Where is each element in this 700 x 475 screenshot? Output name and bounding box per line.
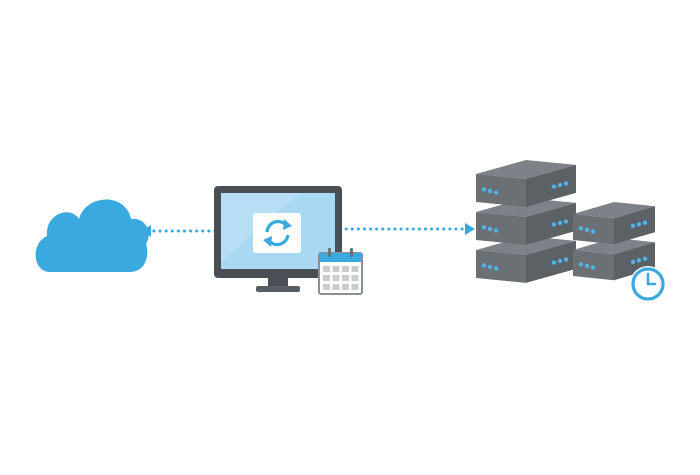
- server-led-icon: [481, 263, 487, 268]
- server-led-icon: [636, 222, 642, 227]
- server-led-icon: [551, 222, 557, 227]
- server-led-icon: [557, 258, 563, 264]
- connection-to-cloud: [141, 225, 217, 237]
- calendar-cell: [323, 284, 330, 290]
- server-led-icon: [557, 220, 563, 226]
- arrowhead-left-icon: [141, 225, 151, 237]
- calendar-cell: [351, 266, 359, 272]
- monitor-neck: [268, 278, 288, 286]
- clock-icon: [630, 266, 666, 302]
- server-led-icon: [487, 188, 493, 194]
- calendar-cell: [323, 266, 330, 272]
- server-led-icon: [636, 258, 642, 263]
- server-led-icon: [563, 257, 569, 262]
- monitor-icon: [214, 186, 342, 292]
- server-led-icon: [487, 264, 493, 270]
- server-led-icon: [642, 256, 648, 261]
- server-led-icon: [551, 184, 557, 189]
- monitor-base: [256, 286, 300, 292]
- server-led-icon: [590, 229, 596, 234]
- calendar-icon: [318, 248, 363, 295]
- sync-refresh-icon: [253, 213, 301, 253]
- server-led-icon: [481, 187, 487, 192]
- server-led-icon: [493, 266, 499, 271]
- server-led-icon: [487, 226, 493, 232]
- server-led-icon: [563, 181, 569, 186]
- server-led-icon: [590, 265, 596, 270]
- cloud-shape: [35, 199, 149, 272]
- server-led-icon: [584, 227, 590, 233]
- server-led-icon: [493, 228, 499, 233]
- server-led-icon: [584, 263, 590, 269]
- server-led-icon: [481, 225, 487, 230]
- calendar-cell: [342, 284, 349, 290]
- server-led-icon: [563, 219, 569, 224]
- server-unit: [476, 198, 576, 245]
- arrowhead-right-icon: [465, 223, 475, 235]
- calendar-cell: [332, 275, 340, 281]
- calendar-grid: [323, 266, 359, 290]
- server-led-icon: [557, 182, 563, 188]
- server-led-icon: [493, 190, 499, 195]
- calendar-cell: [351, 275, 359, 281]
- server-led-icon: [630, 223, 636, 229]
- connection-to-servers: [338, 223, 475, 235]
- calendar-cell: [332, 284, 340, 290]
- calendar-cell: [342, 266, 349, 272]
- server-led-icon: [630, 259, 636, 265]
- cloud-icon: [35, 199, 149, 272]
- calendar-cell: [342, 275, 349, 281]
- calendar-cell: [323, 275, 330, 281]
- server-led-icon: [551, 260, 557, 265]
- server-unit: [476, 160, 576, 207]
- server-led-icon: [642, 220, 648, 225]
- server-unit: [573, 202, 655, 245]
- server-led-icon: [578, 226, 584, 231]
- server-unit: [476, 236, 576, 283]
- server-led-icon: [578, 262, 584, 267]
- server-stack-icon: [476, 160, 655, 283]
- calendar-cell: [351, 284, 359, 290]
- calendar-cell: [332, 266, 340, 272]
